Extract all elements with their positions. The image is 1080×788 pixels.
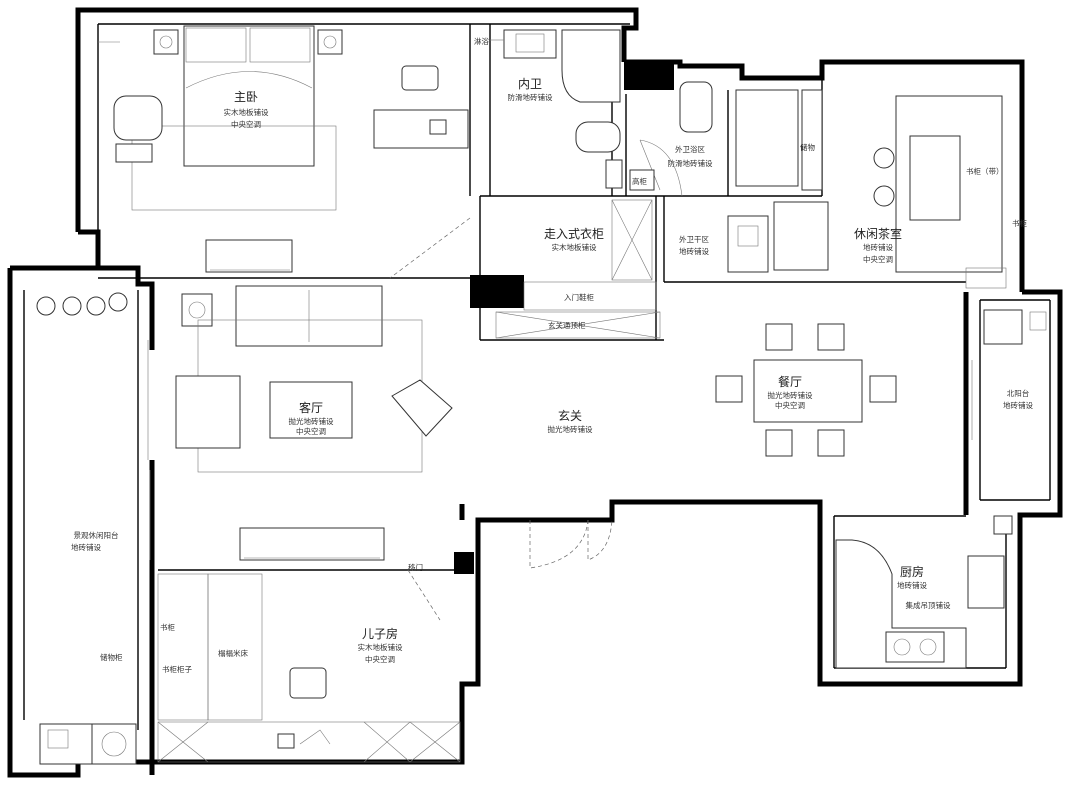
kitchen-fixtures	[835, 515, 1013, 669]
label-walkin: 走入式衣柜	[544, 226, 604, 241]
label-kids-ac: 中央空调	[365, 654, 395, 664]
label-living: 客厅	[299, 400, 323, 415]
label-vanity-floor: 地砖铺设	[679, 246, 709, 256]
exterior-walls	[7, 7, 1063, 778]
note-tea-side: 书柜（带）	[966, 166, 1004, 176]
label-walkin-floor: 实木地板铺设	[552, 242, 597, 252]
label-vanity: 外卫干区	[679, 234, 709, 244]
kids-room-furniture	[157, 573, 461, 763]
column	[624, 64, 674, 90]
inner-bath-fixtures	[490, 29, 623, 189]
closet-furniture	[495, 199, 661, 339]
dining-furniture	[715, 323, 897, 457]
label-kitchen: 厨房	[900, 564, 924, 579]
note-storage: 储物	[800, 142, 815, 152]
note-window-seat: 书柜	[1012, 218, 1028, 228]
label-dining-ac: 中央空调	[775, 400, 805, 410]
tea-room-furniture	[727, 95, 1007, 289]
column	[470, 275, 524, 308]
label-dining: 餐厅	[778, 374, 802, 389]
label-kids-floor: 实木地板铺设	[358, 642, 403, 652]
label-inner-bath-floor: 防滑地砖铺设	[508, 92, 553, 102]
label-master-bedroom-floor: 实木地板铺设	[224, 107, 269, 117]
label-north-balcony-floor: 地砖铺设	[1003, 400, 1033, 410]
south-balcony-fixtures	[36, 292, 137, 765]
label-outer-bath: 外卫浴区	[675, 144, 705, 154]
label-foyer-floor: 抛光地砖铺设	[548, 424, 593, 434]
note-shower: 淋浴	[474, 36, 489, 46]
note-bookshelf: 书柜	[160, 622, 175, 632]
note-door-shoe-cab: 入门鞋柜	[564, 292, 594, 302]
label-kitchen-floor: 地砖铺设	[897, 580, 927, 590]
label-master-bedroom: 主卧	[234, 90, 258, 104]
label-master-bedroom-ac: 中央空调	[231, 119, 261, 129]
annotation-notes: 淋浴 储物 高柜 入门鞋柜 玄关通顶柜 书柜（带） 书柜 移门 书柜 榻榻米床 …	[100, 36, 1028, 674]
note-foyer-cab: 玄关通顶柜	[548, 320, 586, 330]
note-balcony-cab: 储物柜	[100, 652, 123, 662]
label-tea-room-ac: 中央空调	[863, 254, 893, 264]
note-sliding-door: 移门	[408, 562, 423, 572]
master-bedroom-furniture	[98, 25, 469, 273]
label-kids: 儿子房	[362, 626, 398, 641]
north-balcony-fixtures	[971, 309, 1047, 440]
note-desk-cab: 书柜柜子	[162, 664, 192, 674]
label-south-balcony-floor: 地砖铺设	[71, 542, 101, 552]
label-living-floor: 抛光地砖铺设	[289, 416, 334, 426]
label-north-balcony: 北阳台	[1007, 388, 1030, 398]
label-outer-bath-floor: 防滑地砖铺设	[668, 158, 713, 168]
room-labels: 主卧 实木地板铺设 中央空调 内卫 防滑地砖铺设 外卫浴区 防滑地砖铺设 走入式…	[71, 77, 1033, 664]
label-foyer: 玄关	[558, 408, 582, 423]
label-kitchen-extra: 集成吊顶铺设	[906, 600, 951, 610]
note-tall-cab: 高柜	[632, 176, 647, 186]
doors	[147, 217, 613, 621]
label-living-ac: 中央空调	[296, 426, 326, 436]
label-inner-bath: 内卫	[518, 77, 542, 91]
living-room-furniture	[175, 285, 453, 561]
note-bunk: 榻榻米床	[218, 648, 248, 658]
label-south-balcony: 景观休闲阳台	[74, 530, 119, 540]
label-dining-floor: 抛光地砖铺设	[768, 390, 813, 400]
column	[454, 552, 474, 574]
label-tea-room-floor: 地砖铺设	[863, 242, 893, 252]
label-tea-room: 休闲茶室	[854, 226, 902, 241]
outer-bath-fixtures	[629, 81, 823, 197]
